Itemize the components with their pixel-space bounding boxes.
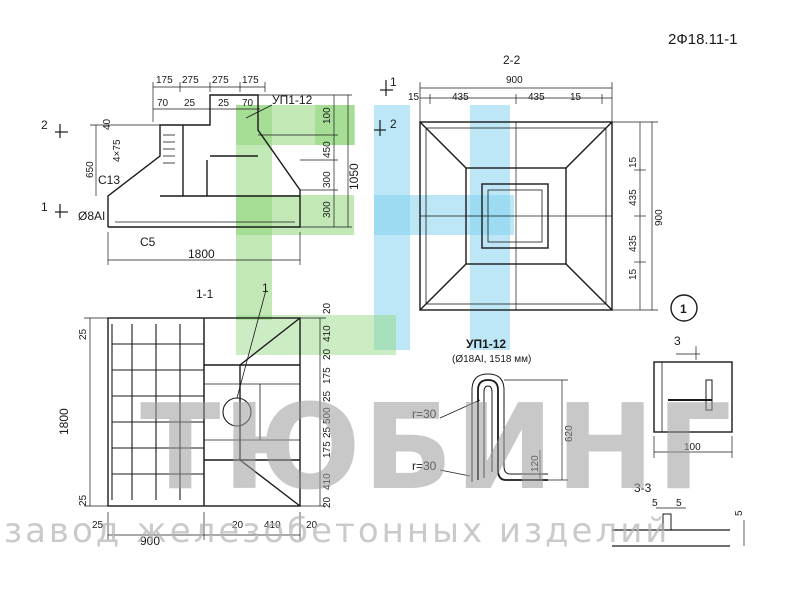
dim-text: 70 — [157, 98, 169, 109]
section-2-2-labels: 2-2 435 435 15 15 900 15 435 435 15 900 — [408, 53, 665, 280]
dim-text: 15 — [628, 268, 639, 280]
dim-text: 15 — [570, 92, 582, 103]
dim-text: 900 — [140, 534, 160, 548]
dim-text: 25 — [184, 98, 196, 109]
dim-text: 620 — [564, 425, 575, 442]
elevation-view — [55, 80, 393, 265]
section-mark: 1 — [390, 75, 397, 89]
dim-text: 25 — [322, 390, 333, 402]
dim-text: 4×75 — [112, 139, 123, 162]
part-label: Ø8АI — [78, 209, 105, 223]
section-title: 2-2 — [503, 53, 521, 67]
dim-text: 25 — [92, 520, 104, 531]
dim-text: 120 — [530, 455, 541, 472]
dim-text: 1800 — [57, 408, 71, 435]
dim-text: 900 — [506, 75, 523, 86]
section-mark: 2 — [390, 117, 397, 131]
dim-text: 5 — [734, 510, 745, 516]
dim-text: 435 — [452, 92, 469, 103]
dim-text: 25 — [322, 426, 333, 438]
dim-text: 175 — [322, 441, 333, 458]
dim-text: 275 — [212, 75, 229, 86]
dim-text: 650 — [85, 161, 96, 178]
elevation-labels: 175 275 275 175 70 25 25 70 УП1-12 40 4×… — [41, 75, 397, 261]
dim-text: 20 — [322, 302, 333, 314]
section-mark: 3 — [674, 334, 681, 348]
dim-text: 410 — [322, 325, 333, 342]
section-3-3-labels: 3-3 5 5 5 — [634, 481, 745, 516]
dim-text: 20 — [322, 348, 333, 360]
dim-text: 25 — [78, 328, 89, 340]
node-1-labels: 1 3 100 — [674, 302, 701, 453]
section-mark: 1 — [41, 200, 48, 214]
dim-text: 275 — [182, 75, 199, 86]
dim-text: 300 — [322, 171, 333, 188]
dim-text: 25 — [78, 494, 89, 506]
dim-text: 100 — [684, 442, 701, 453]
dim-text: 450 — [322, 141, 333, 158]
dim-text: 300 — [322, 201, 333, 218]
dim-text: 1050 — [347, 163, 361, 190]
callout-label: 1 — [262, 281, 269, 295]
node-1-view — [653, 294, 733, 458]
dim-text: 20 — [232, 520, 244, 531]
watermark-tagline: завод железобетонных изделий — [4, 511, 670, 551]
dim-text: 20 — [322, 496, 333, 508]
dim-text: 500 — [322, 407, 333, 424]
rebar-detail-view — [439, 373, 568, 482]
dim-text: 40 — [102, 118, 113, 130]
rebar-title: УП1-12 — [466, 337, 506, 351]
rebar-mark: УП1-12 — [272, 93, 313, 107]
dim-text: 175 — [322, 367, 333, 384]
rebar-subtitle: (Ø18АI, 1518 мм) — [452, 354, 531, 365]
dim-text: 410 — [264, 520, 281, 531]
rebar-detail-labels: УП1-12 (Ø18АI, 1518 мм) r=30 r=30 620 12… — [412, 337, 575, 473]
dim-text: 5 — [652, 498, 658, 509]
section-1-1-view — [84, 289, 326, 540]
dim-text: 410 — [322, 473, 333, 490]
node-label: 1 — [680, 302, 687, 316]
section-title: 1-1 — [196, 287, 214, 301]
radius-label: r=30 — [412, 459, 437, 473]
section-title: 3-3 — [634, 481, 652, 495]
part-label: С5 — [140, 235, 156, 249]
dim-text: 175 — [156, 75, 173, 86]
dim-text: 15 — [408, 92, 420, 103]
dim-text: 15 — [628, 156, 639, 168]
part-label: С13 — [98, 173, 120, 187]
dim-text: 25 — [218, 98, 230, 109]
dim-text: 100 — [322, 107, 333, 124]
section-mark: 2 — [41, 118, 48, 132]
dim-text: 70 — [242, 98, 254, 109]
dim-text: 435 — [628, 189, 639, 206]
section-2-2-view — [419, 82, 658, 311]
drawing-code: 2Ф18.11-1 — [668, 31, 738, 48]
watermark-brand: ТЮБИНГ — [140, 378, 734, 516]
dim-text: 20 — [306, 520, 318, 531]
radius-label: r=30 — [412, 407, 437, 421]
section-3-3-view — [612, 507, 745, 547]
dim-text: 175 — [242, 75, 259, 86]
width-dim: 1800 — [188, 247, 215, 261]
dim-text: 5 — [676, 498, 682, 509]
dim-text: 900 — [654, 209, 665, 226]
dim-text: 435 — [528, 92, 545, 103]
dim-text: 435 — [628, 235, 639, 252]
section-1-1-labels: 1-1 1 25 1800 25 20 410 20 175 25 500 25… — [57, 281, 333, 548]
